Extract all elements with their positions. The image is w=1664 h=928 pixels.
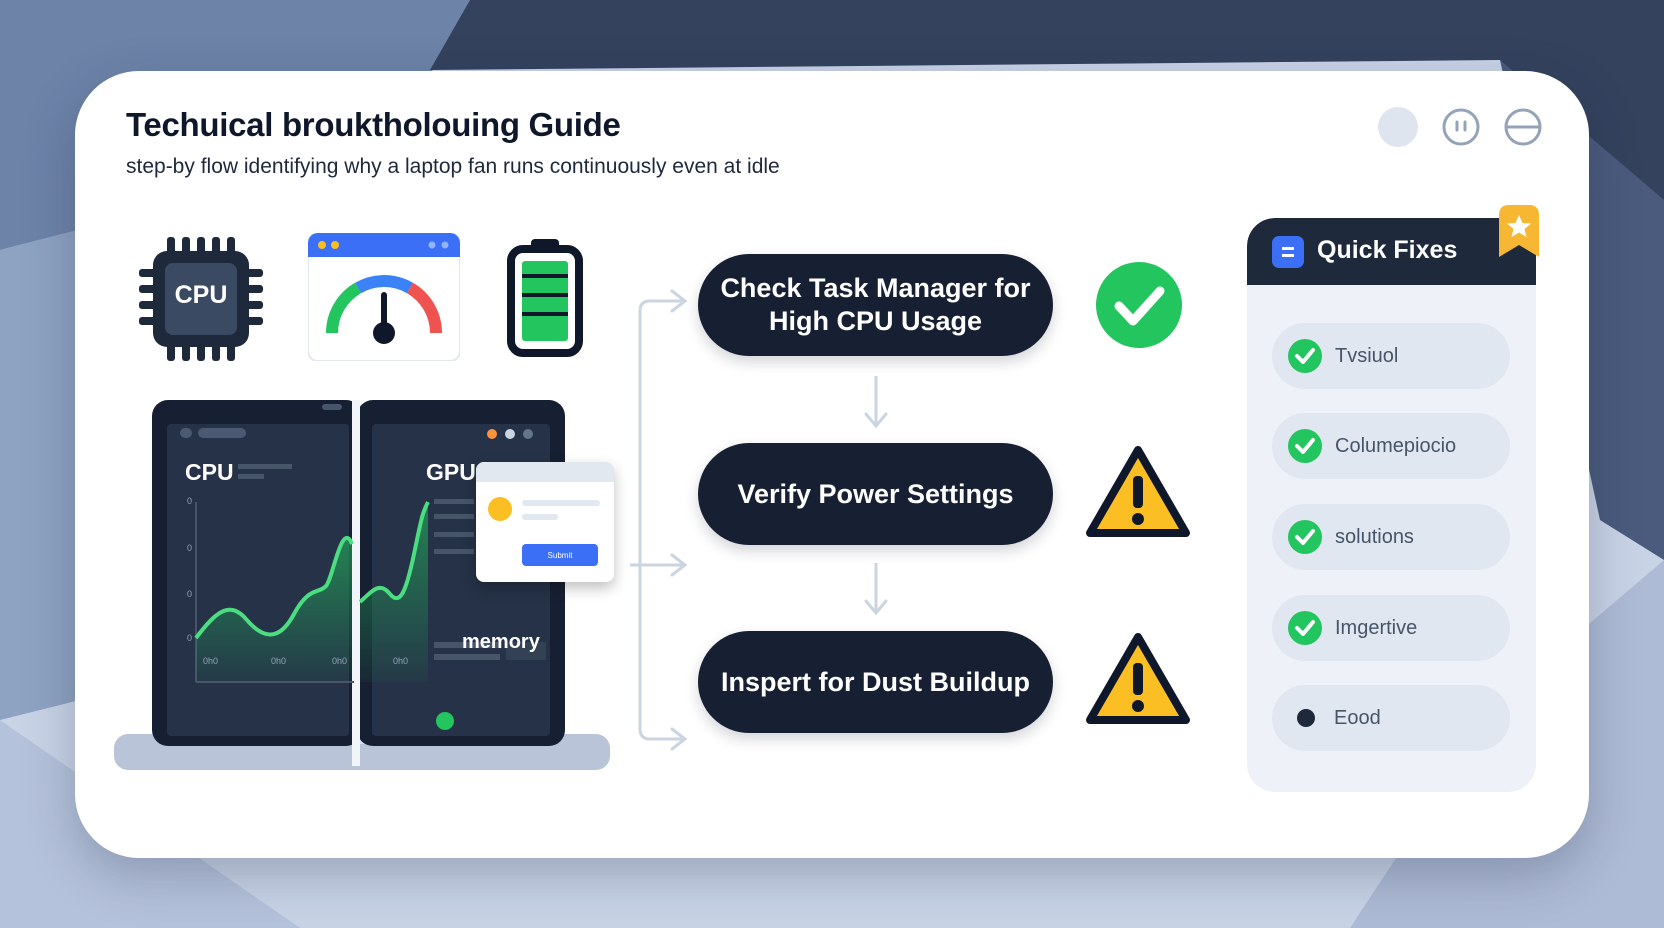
step-verify-power-settings[interactable]: Verify Power Settings bbox=[698, 443, 1053, 545]
info-icon[interactable] bbox=[1441, 107, 1481, 147]
speedometer-icon bbox=[308, 233, 460, 361]
list-icon bbox=[1272, 236, 1304, 268]
submit-button[interactable]: Submit bbox=[522, 544, 598, 566]
y-tick-label: 0 bbox=[187, 589, 193, 599]
check-circle-icon bbox=[1288, 611, 1322, 645]
check-circle-icon bbox=[1288, 429, 1322, 463]
quick-fix-label: Eood bbox=[1334, 706, 1381, 729]
check-circle-icon bbox=[1288, 520, 1322, 554]
minimize-icon[interactable] bbox=[1503, 107, 1543, 147]
x-tick-label: 0h0 bbox=[332, 656, 348, 666]
popup-window: Submit bbox=[476, 462, 614, 582]
quick-fix-label: Tvsiuol bbox=[1335, 344, 1399, 367]
check-circle-icon bbox=[1288, 339, 1322, 373]
check-circle-icon bbox=[1096, 262, 1182, 348]
quick-fix-item[interactable]: Imgertive bbox=[1272, 595, 1510, 661]
quick-fix-item[interactable]: Columepiocio bbox=[1272, 413, 1510, 479]
x-tick-label: 0h0 bbox=[203, 656, 219, 666]
y-tick-label: 0 bbox=[187, 633, 193, 643]
gpu-panel-label: GPU bbox=[426, 459, 476, 485]
cpu-chip-icon bbox=[139, 237, 263, 361]
arrow-down-icon bbox=[864, 563, 888, 616]
quick-fixes-title: Quick Fixes bbox=[1317, 236, 1458, 264]
guide-card: Techuical brouktholouing Guide step-by f… bbox=[75, 71, 1589, 858]
memory-legend-label: memory bbox=[462, 631, 540, 653]
warning-triangle-icon bbox=[1086, 446, 1190, 537]
quick-fixes-panel: Quick Fixes Tvsiuol Columepiocio solutio… bbox=[1247, 218, 1536, 792]
y-tick-label: 0 bbox=[187, 496, 193, 506]
cpu-chip-label: CPU bbox=[174, 281, 228, 309]
step-inspect-dust[interactable]: Inspert for Dust Buildup bbox=[698, 631, 1053, 733]
page-title: Techuical brouktholouing Guide bbox=[126, 106, 621, 143]
warning-triangle-icon bbox=[1086, 633, 1190, 724]
quick-fix-label: Columepiocio bbox=[1335, 434, 1457, 457]
x-tick-label: 0h0 bbox=[393, 656, 409, 666]
quick-fix-label: Imgertive bbox=[1335, 616, 1418, 639]
x-tick-label: 0h0 bbox=[271, 656, 287, 666]
battery-icon bbox=[507, 239, 583, 357]
laptop-illustration bbox=[114, 400, 610, 770]
bullet-dot bbox=[1297, 709, 1315, 727]
quick-fix-item[interactable]: Eood bbox=[1272, 685, 1510, 751]
status-dot bbox=[488, 497, 512, 521]
step-check-task-manager[interactable]: Check Task Manager for High CPU Usage bbox=[698, 254, 1053, 356]
y-tick-label: 0 bbox=[187, 543, 193, 553]
circle-button[interactable] bbox=[1378, 107, 1418, 147]
quick-fix-label: solutions bbox=[1335, 525, 1414, 548]
bookmark-star-icon[interactable] bbox=[1495, 203, 1543, 259]
flow-connectors bbox=[630, 289, 688, 751]
quick-fixes-header: Quick Fixes bbox=[1247, 218, 1536, 285]
page-subtitle: step-by flow identifying why a laptop fa… bbox=[126, 155, 780, 178]
quick-fix-item[interactable]: Tvsiuol bbox=[1272, 323, 1510, 389]
quick-fix-item[interactable]: solutions bbox=[1272, 504, 1510, 570]
cpu-panel-label: CPU bbox=[185, 459, 234, 485]
arrow-down-icon bbox=[864, 376, 888, 429]
